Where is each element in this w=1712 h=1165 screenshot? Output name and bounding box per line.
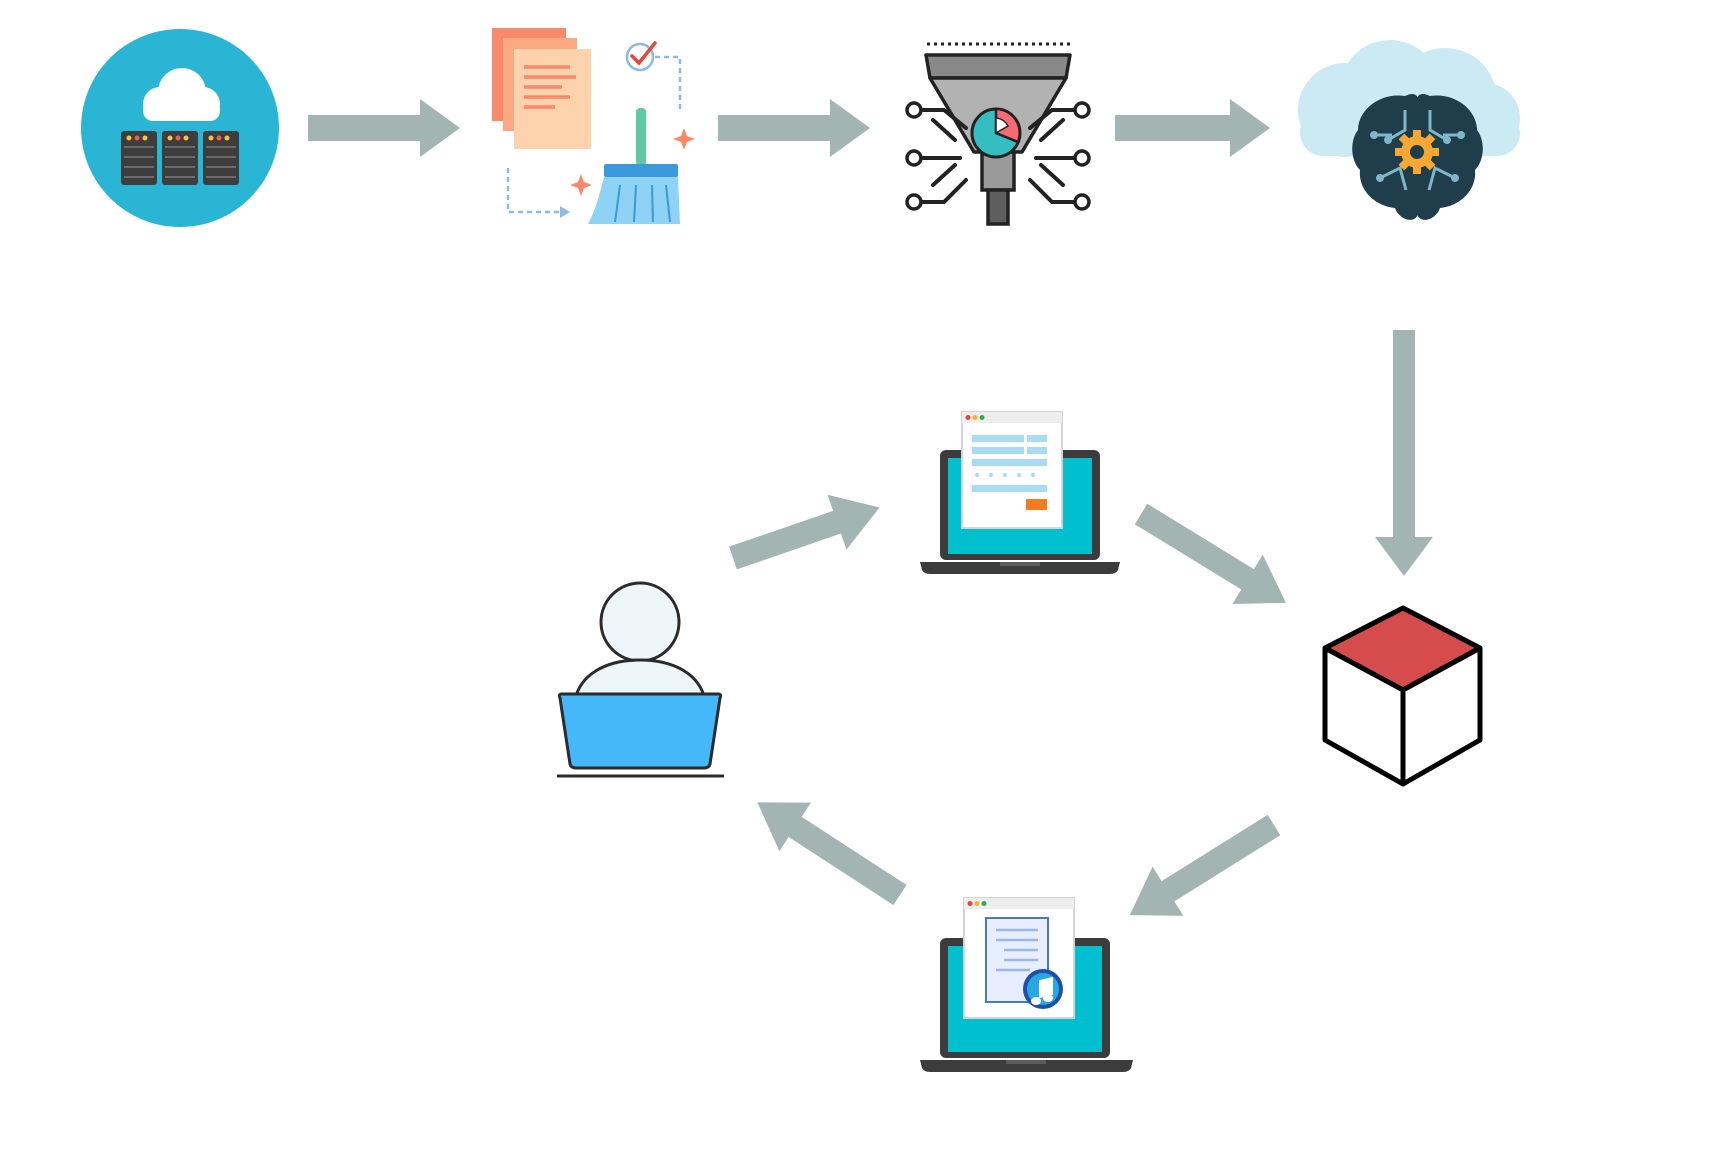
cube-icon [1322,605,1483,787]
arrow-database-to-cleaning [308,99,460,157]
cloud-brain-gear-icon [1298,40,1520,220]
user-at-laptop-icon [557,581,724,778]
arrow-form-to-model [1134,503,1286,605]
arrow-cleaning-to-filtering [718,99,870,157]
laptop-audio-document-icon [920,897,1133,1072]
cloud-server-icon [81,29,279,227]
arrow-audio-to-user [757,802,907,906]
filter-funnel-icon [905,42,1091,226]
laptop-web-form-icon [920,411,1120,574]
arrow-model-to-audio [1129,814,1281,916]
arrow-user-to-form [729,494,880,570]
arrow-training-to-model [1375,330,1433,576]
arrow-filtering-to-training [1115,99,1270,157]
documents-broom-icon [492,28,695,224]
flow-arrows [308,99,1433,916]
